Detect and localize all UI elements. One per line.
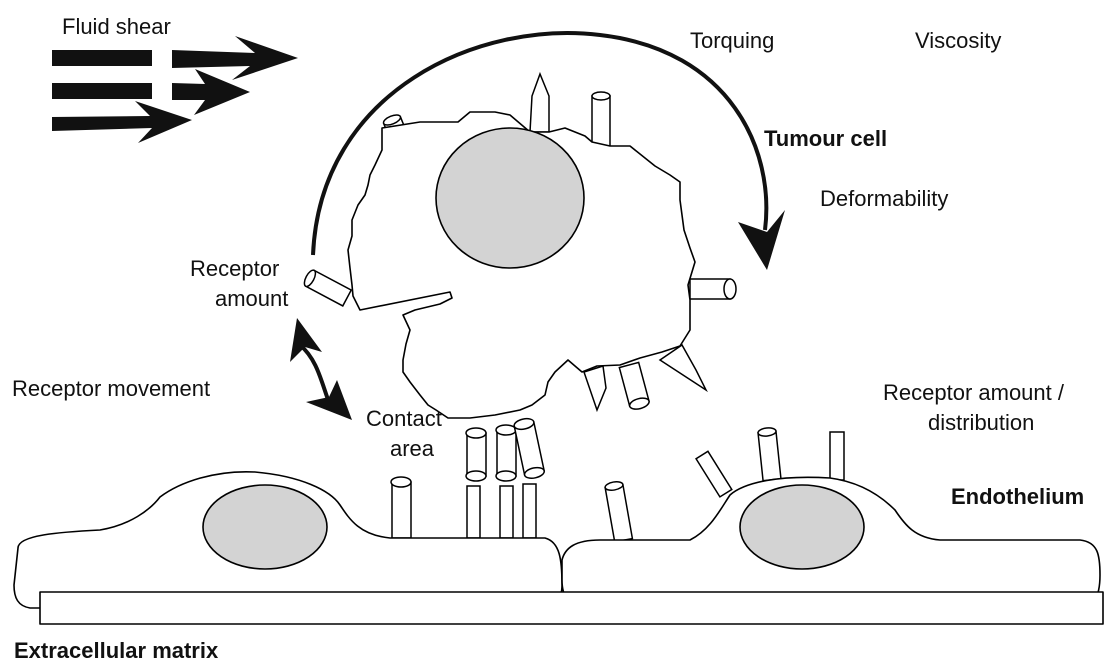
shear-bar-top bbox=[52, 50, 152, 66]
label-receptor-distribution-line1: Receptor amount / bbox=[883, 380, 1065, 405]
label-viscosity: Viscosity bbox=[915, 28, 1001, 53]
label-torquing: Torquing bbox=[690, 28, 774, 53]
label-endothelium: Endothelium bbox=[951, 484, 1084, 509]
receptor-spike-bottom-left bbox=[584, 366, 606, 410]
receptor-movement-curve bbox=[300, 345, 330, 405]
endothelial-nucleus-right bbox=[740, 485, 864, 569]
label-contact-area-line1: Contact bbox=[366, 406, 442, 431]
label-fluid-shear: Fluid shear bbox=[62, 14, 171, 39]
contact-receptors-upper bbox=[466, 417, 545, 481]
endothelial-nucleus-left bbox=[203, 485, 327, 569]
receptor-spike-top bbox=[530, 74, 549, 132]
label-receptor-movement: Receptor movement bbox=[12, 376, 210, 401]
torquing-arrowhead bbox=[738, 210, 785, 270]
fluid-shear-arrows bbox=[52, 36, 298, 143]
label-contact-area-line2: area bbox=[390, 436, 435, 461]
label-tumour-cell: Tumour cell bbox=[764, 126, 887, 151]
tumour-cell-nucleus bbox=[436, 128, 584, 268]
extracellular-matrix-layer bbox=[40, 592, 1103, 624]
label-receptor-distribution-line2: distribution bbox=[928, 410, 1034, 435]
shear-arrow-bottom bbox=[52, 101, 192, 143]
receptor-movement-head-bottom bbox=[306, 380, 352, 420]
receptor-movement-head-top bbox=[290, 318, 322, 362]
shear-arrow-top bbox=[172, 36, 298, 80]
shear-bar-middle bbox=[52, 83, 152, 99]
label-receptor-amount-line2: amount bbox=[215, 286, 288, 311]
label-extracellular-matrix: Extracellular matrix bbox=[14, 638, 219, 663]
receptor-spike-bottom-right bbox=[660, 345, 706, 390]
label-receptor-amount-line1: Receptor bbox=[190, 256, 279, 281]
label-deformability: Deformability bbox=[820, 186, 948, 211]
receptor-movement-arrow bbox=[290, 318, 352, 420]
